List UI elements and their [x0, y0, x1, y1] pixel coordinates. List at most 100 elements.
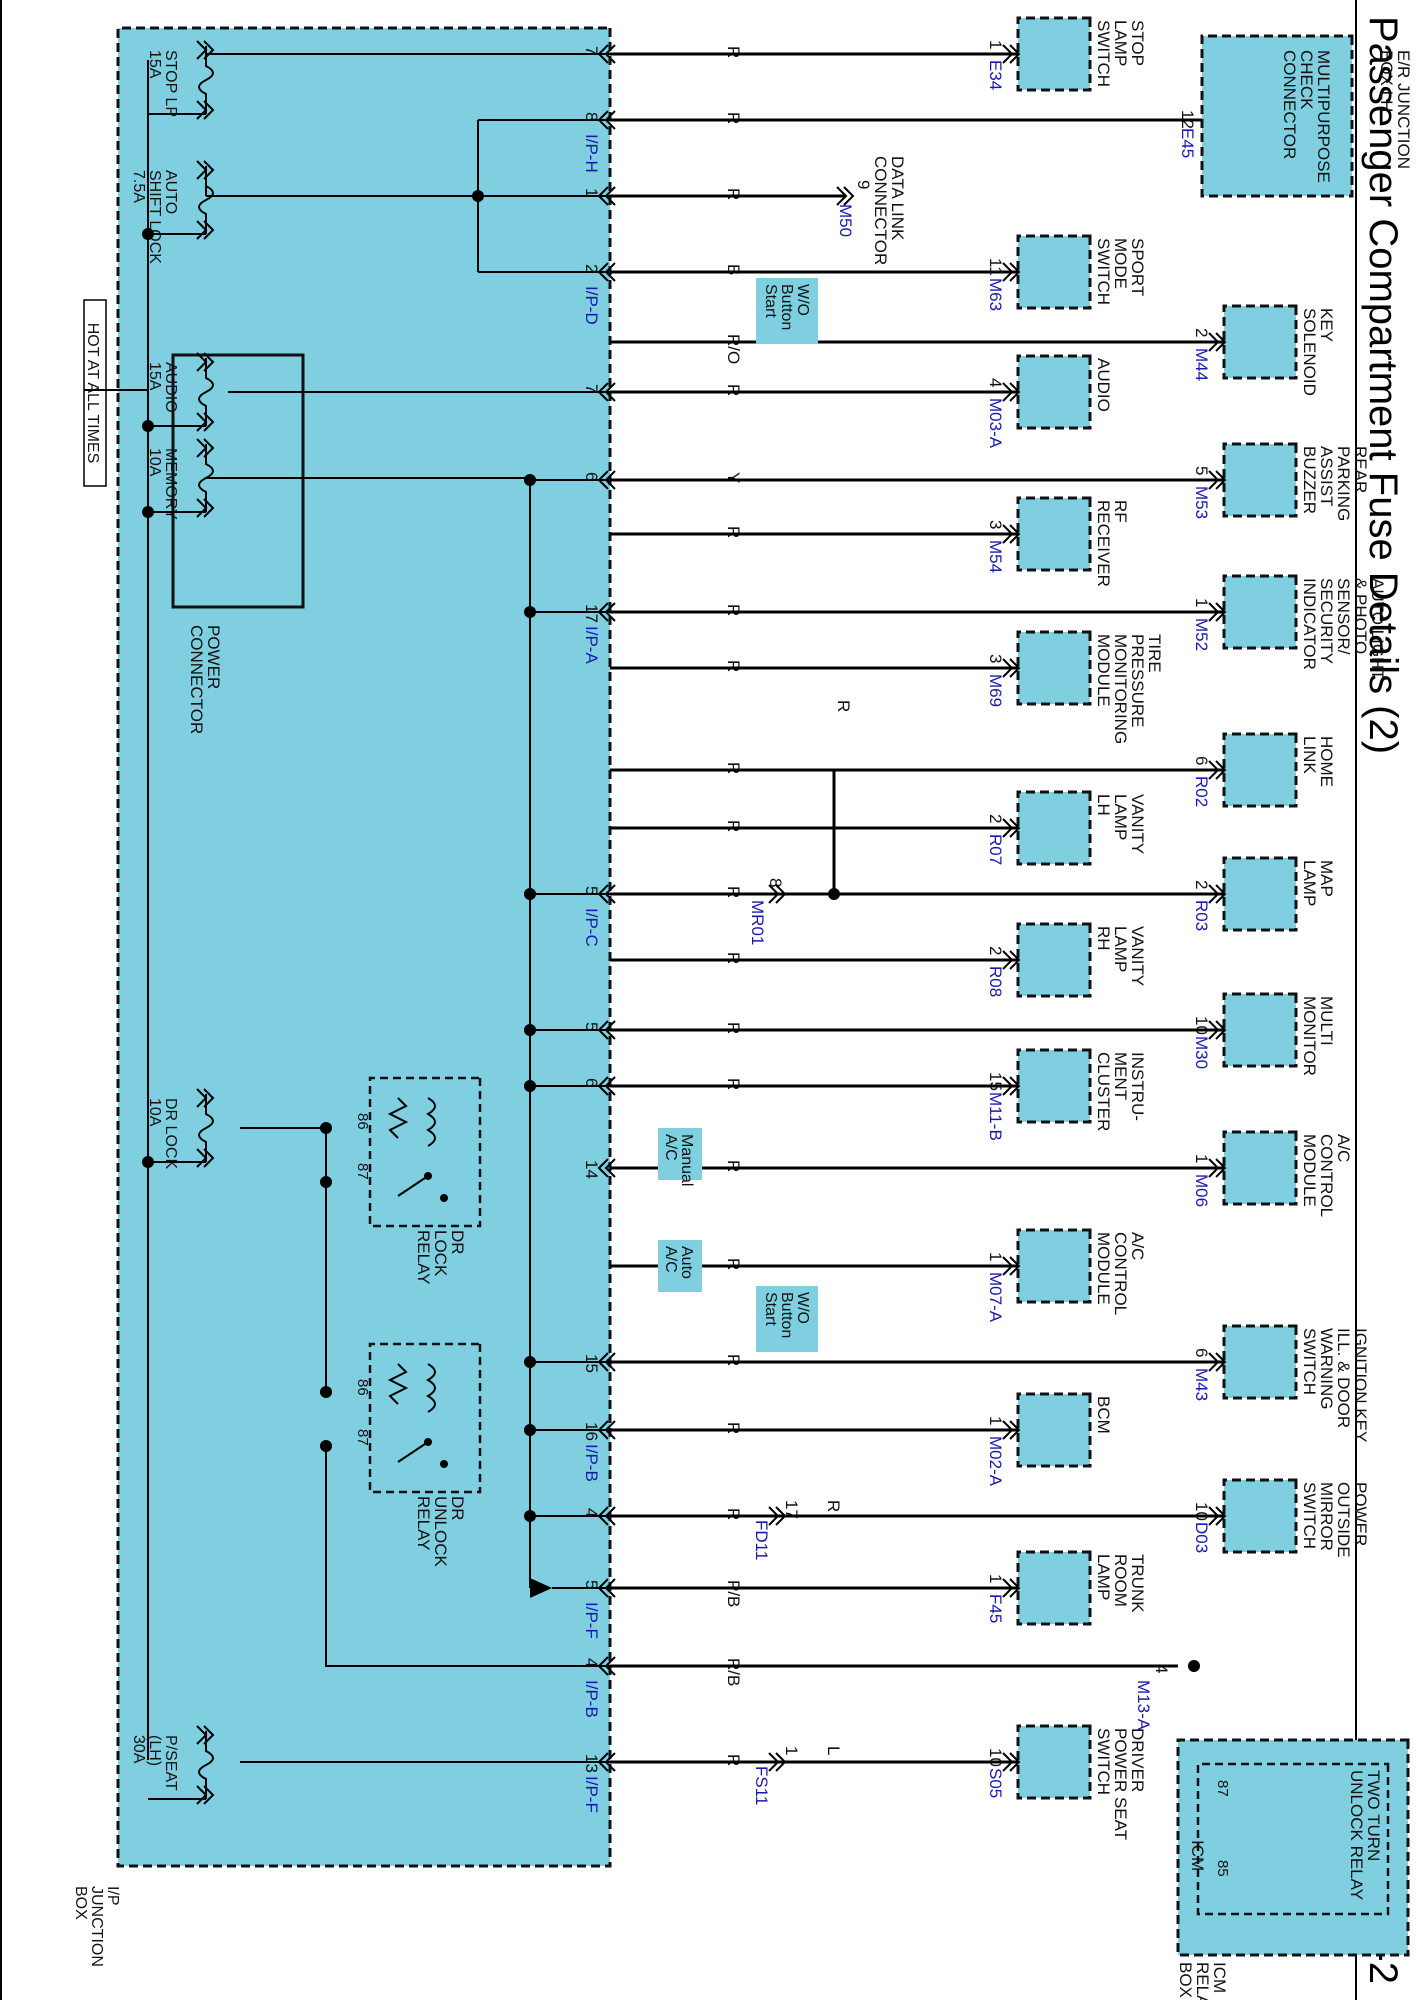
load-name-label: ROOM — [1111, 1554, 1130, 1607]
load-name-label: A/C — [1334, 1134, 1353, 1162]
dynamic-layer: HOT AT ALL TIMESI/PJUNCTIONBOXPOWERCONNE… — [72, 16, 1413, 2000]
splice-dot — [524, 1356, 536, 1368]
fuse-chevron — [196, 438, 215, 458]
load-name-label: DRIVER — [1128, 1728, 1147, 1792]
splice-dot — [524, 1024, 536, 1036]
load-connector-id: E34 — [986, 60, 1005, 90]
load-name-label: TIRE — [1145, 634, 1164, 673]
load-connector-chevron — [1208, 602, 1227, 622]
wire-color-label: R — [724, 604, 743, 616]
relay-contact — [440, 1194, 448, 1202]
load-name-label: MONITOR — [1300, 996, 1319, 1076]
power-connector-box — [171, 353, 305, 609]
load-name-label: REAR — [1351, 446, 1370, 493]
load-pin-number: 6 — [1192, 756, 1211, 765]
load-name-label: MODULE — [1094, 634, 1113, 707]
jb-connector-id: I/P-D — [582, 286, 601, 325]
m50-connector: M50 — [836, 204, 855, 237]
diode-symbol — [530, 1578, 552, 1598]
power-connector-label: CONNECTOR — [187, 625, 206, 734]
jb-connector-id: I/P-C — [582, 908, 601, 947]
power-connector-label: POWER — [204, 625, 223, 689]
fuse-label: 30A — [130, 1735, 147, 1764]
load-name-label: LAMP — [1300, 860, 1319, 906]
load-name-label: WARNING — [1317, 1328, 1336, 1410]
fd11-chevron — [768, 1506, 787, 1526]
load-connector-chevron — [1002, 1578, 1021, 1598]
fuse-3 — [198, 358, 214, 426]
wire-color-label: R — [724, 1022, 743, 1034]
splice-dot — [142, 420, 154, 432]
load-name-label: MODULE — [1094, 1232, 1113, 1305]
wire-color-label: R — [724, 660, 743, 672]
mr01-chevron — [768, 884, 787, 904]
relay-pin-label: 86 — [354, 1113, 371, 1130]
fuse-label: 7.5A — [130, 170, 147, 203]
icm-box-label: BOX — [1176, 1962, 1195, 1998]
load-box — [1016, 354, 1092, 430]
load-box — [1222, 732, 1298, 808]
load-connector-id: M03-A — [986, 398, 1005, 449]
fuse-label: MEMORY — [162, 448, 179, 520]
splice-dot — [524, 474, 536, 486]
load-connector-id: M44 — [1192, 348, 1211, 381]
load-pin-number: 1 — [986, 1252, 1005, 1261]
e45-box — [1200, 34, 1354, 198]
jb-pin-number: 15 — [582, 1354, 601, 1373]
relay-contact — [440, 1460, 448, 1468]
wire-color-label: R — [724, 188, 743, 200]
load-pin-number: 1 — [986, 1574, 1005, 1583]
fuse-chevron — [196, 352, 215, 372]
wire-color-label: R/B — [724, 1658, 743, 1686]
relay-name-label: RELAY — [414, 1230, 433, 1285]
load-name-label: MONITORING — [1111, 634, 1130, 744]
load-name-label: SWITCH — [1094, 238, 1113, 305]
relay-coil — [425, 1363, 436, 1413]
icm-relay-name: TWO TURN — [1364, 1770, 1383, 1861]
load-connector-chevron — [1002, 524, 1021, 544]
fuse-chevron — [196, 498, 215, 518]
load-box — [1016, 1048, 1092, 1124]
jb-pin-number: 5 — [582, 1580, 601, 1589]
jb-connector-chevron — [597, 1578, 616, 1598]
page-title: Passenger Compartment Fuse Details (2) — [1361, 16, 1405, 754]
e45-name: MULTIPURPOSE — [1314, 50, 1333, 183]
load-connector-chevron — [1002, 658, 1021, 678]
load-pin-number: 6 — [1192, 1348, 1211, 1357]
load-connector-id: M02-A — [986, 1436, 1005, 1487]
load-name-label: MIRROR — [1317, 1482, 1336, 1551]
load-box — [1222, 992, 1298, 1068]
fuse-label: P/SEAT — [162, 1735, 179, 1791]
load-name-label: AUTO LIGHT — [1368, 578, 1387, 680]
fs11-connector: FS11 — [752, 1766, 771, 1805]
ip-junction-box — [116, 26, 612, 1868]
load-box — [1016, 790, 1092, 866]
load-pin-number: 15 — [986, 1072, 1005, 1091]
fuse-chevron — [196, 412, 215, 432]
m50-name: CONNECTOR — [871, 156, 890, 265]
relay-box-2 — [368, 1342, 482, 1494]
load-box — [1222, 1478, 1298, 1554]
load-name-label: LAMP — [1111, 794, 1130, 840]
load-name-label: RF — [1111, 500, 1130, 523]
relay-name-label: LOCK — [431, 1230, 450, 1277]
wire-color-label: R — [724, 1160, 743, 1172]
load-name-label: MULTI — [1317, 996, 1336, 1046]
junction-box-label: BOX — [72, 1886, 89, 1920]
load-pin-number: 11 — [986, 258, 1005, 276]
load-pin-number: 1 — [986, 40, 1005, 49]
note-wo-button-start-2-box — [756, 1286, 818, 1352]
load-name-label: BUZZER — [1300, 446, 1319, 514]
fuse-chevron — [196, 1148, 215, 1168]
load-name-label: PRESSURE — [1128, 634, 1147, 728]
jb-connector-chevron — [597, 1076, 616, 1096]
fuse-chevron — [196, 220, 215, 240]
relay-switch-arm — [397, 1441, 429, 1463]
jb-connector-id: I/P-B — [582, 1444, 601, 1482]
load-name-label: SWITCH — [1300, 1482, 1319, 1549]
load-pin-number: 3 — [986, 654, 1005, 663]
load-connector-id: R08 — [986, 966, 1005, 997]
load-name-label: OUTSIDE — [1334, 1482, 1353, 1558]
icm-relay-box — [1176, 1738, 1410, 1957]
